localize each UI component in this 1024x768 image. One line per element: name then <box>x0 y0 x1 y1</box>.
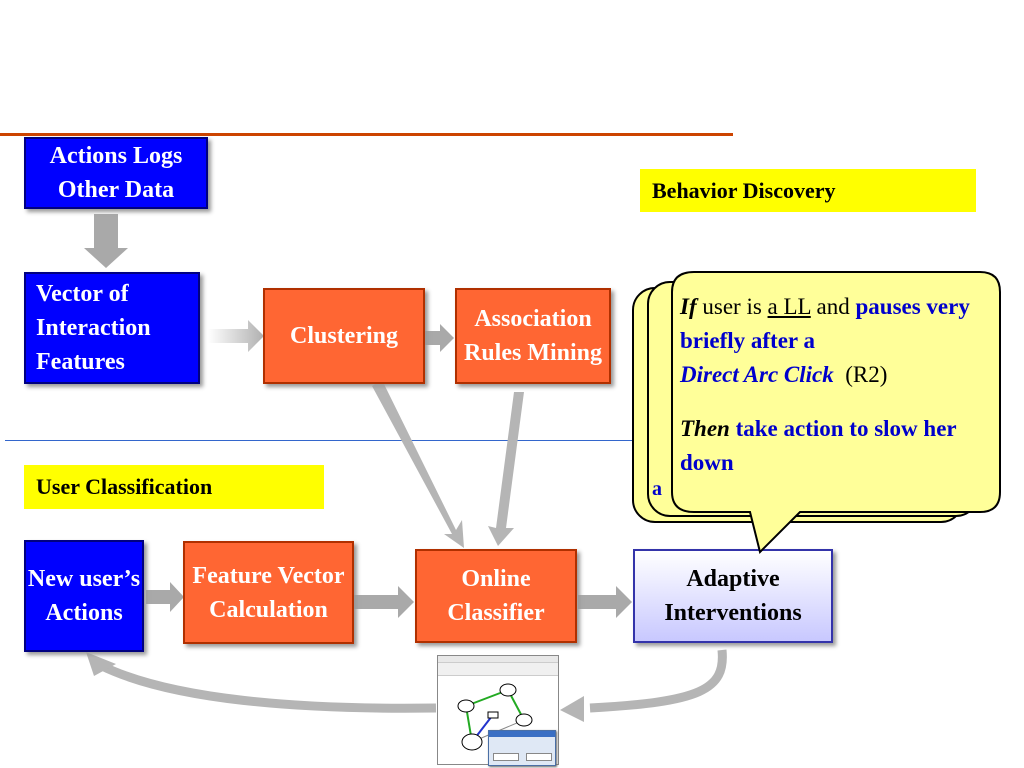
rule-action: take action to slow her down <box>680 416 957 475</box>
dialog-titlebar <box>489 731 555 737</box>
arrow-newuser-to-feature <box>146 582 184 612</box>
arrow-association-to-classifier <box>488 392 524 546</box>
rule-user-is: user is <box>696 294 768 319</box>
dialog-button-2 <box>525 753 552 761</box>
feature-vector-box: Feature Vector Calculation <box>183 541 354 644</box>
arrow-applet-to-newuser <box>97 660 437 713</box>
applet-graph <box>457 683 533 751</box>
association-rules-box: Association Rules Mining <box>455 288 611 384</box>
arrow-feature-to-classifier <box>354 586 414 618</box>
rule-direct-arc: Direct Arc Click <box>680 362 834 387</box>
rule-text: If user is a LL and pauses very briefly … <box>680 290 990 480</box>
clustering-box: Clustering <box>263 288 425 384</box>
back-bubble-edge: a <box>652 478 662 498</box>
rule-pauses: pauses very briefly after a <box>680 294 970 353</box>
actions-logs-box: Actions Logs Other Data <box>24 137 208 209</box>
rule-and: and <box>810 294 856 319</box>
user-classification-label: User Classification <box>24 465 324 509</box>
section-divider <box>5 440 645 441</box>
adaptive-interventions-box: Adaptive Interventions <box>633 549 833 643</box>
title-rule <box>0 133 733 136</box>
rule-r2: (R2) <box>845 362 888 387</box>
arrow-vector-to-clustering <box>208 320 264 352</box>
interaction-features-box: Vector of Interaction Features <box>24 272 200 384</box>
arrow-classifier-to-adaptive <box>578 586 632 618</box>
rule-then: Then <box>680 416 730 441</box>
dialog-button-1 <box>492 753 519 761</box>
arrow-clustering-to-classifier <box>372 380 464 548</box>
arrow-adaptive-to-applet <box>589 649 727 713</box>
arrow-logs-to-vector <box>84 214 128 268</box>
behavior-discovery-label: Behavior Discovery <box>640 169 976 212</box>
applet-toolbar <box>438 663 558 676</box>
dialog-buttons <box>489 753 555 761</box>
applet-dialog <box>488 730 556 766</box>
rule-ll: a LL <box>767 294 811 319</box>
arrow-clustering-to-association <box>425 324 454 352</box>
online-classifier-box: Online Classifier <box>415 549 577 643</box>
applet-menubar <box>438 656 558 663</box>
rule-if: If <box>680 294 697 319</box>
new-user-actions-box: New user’s Actions <box>24 540 144 652</box>
